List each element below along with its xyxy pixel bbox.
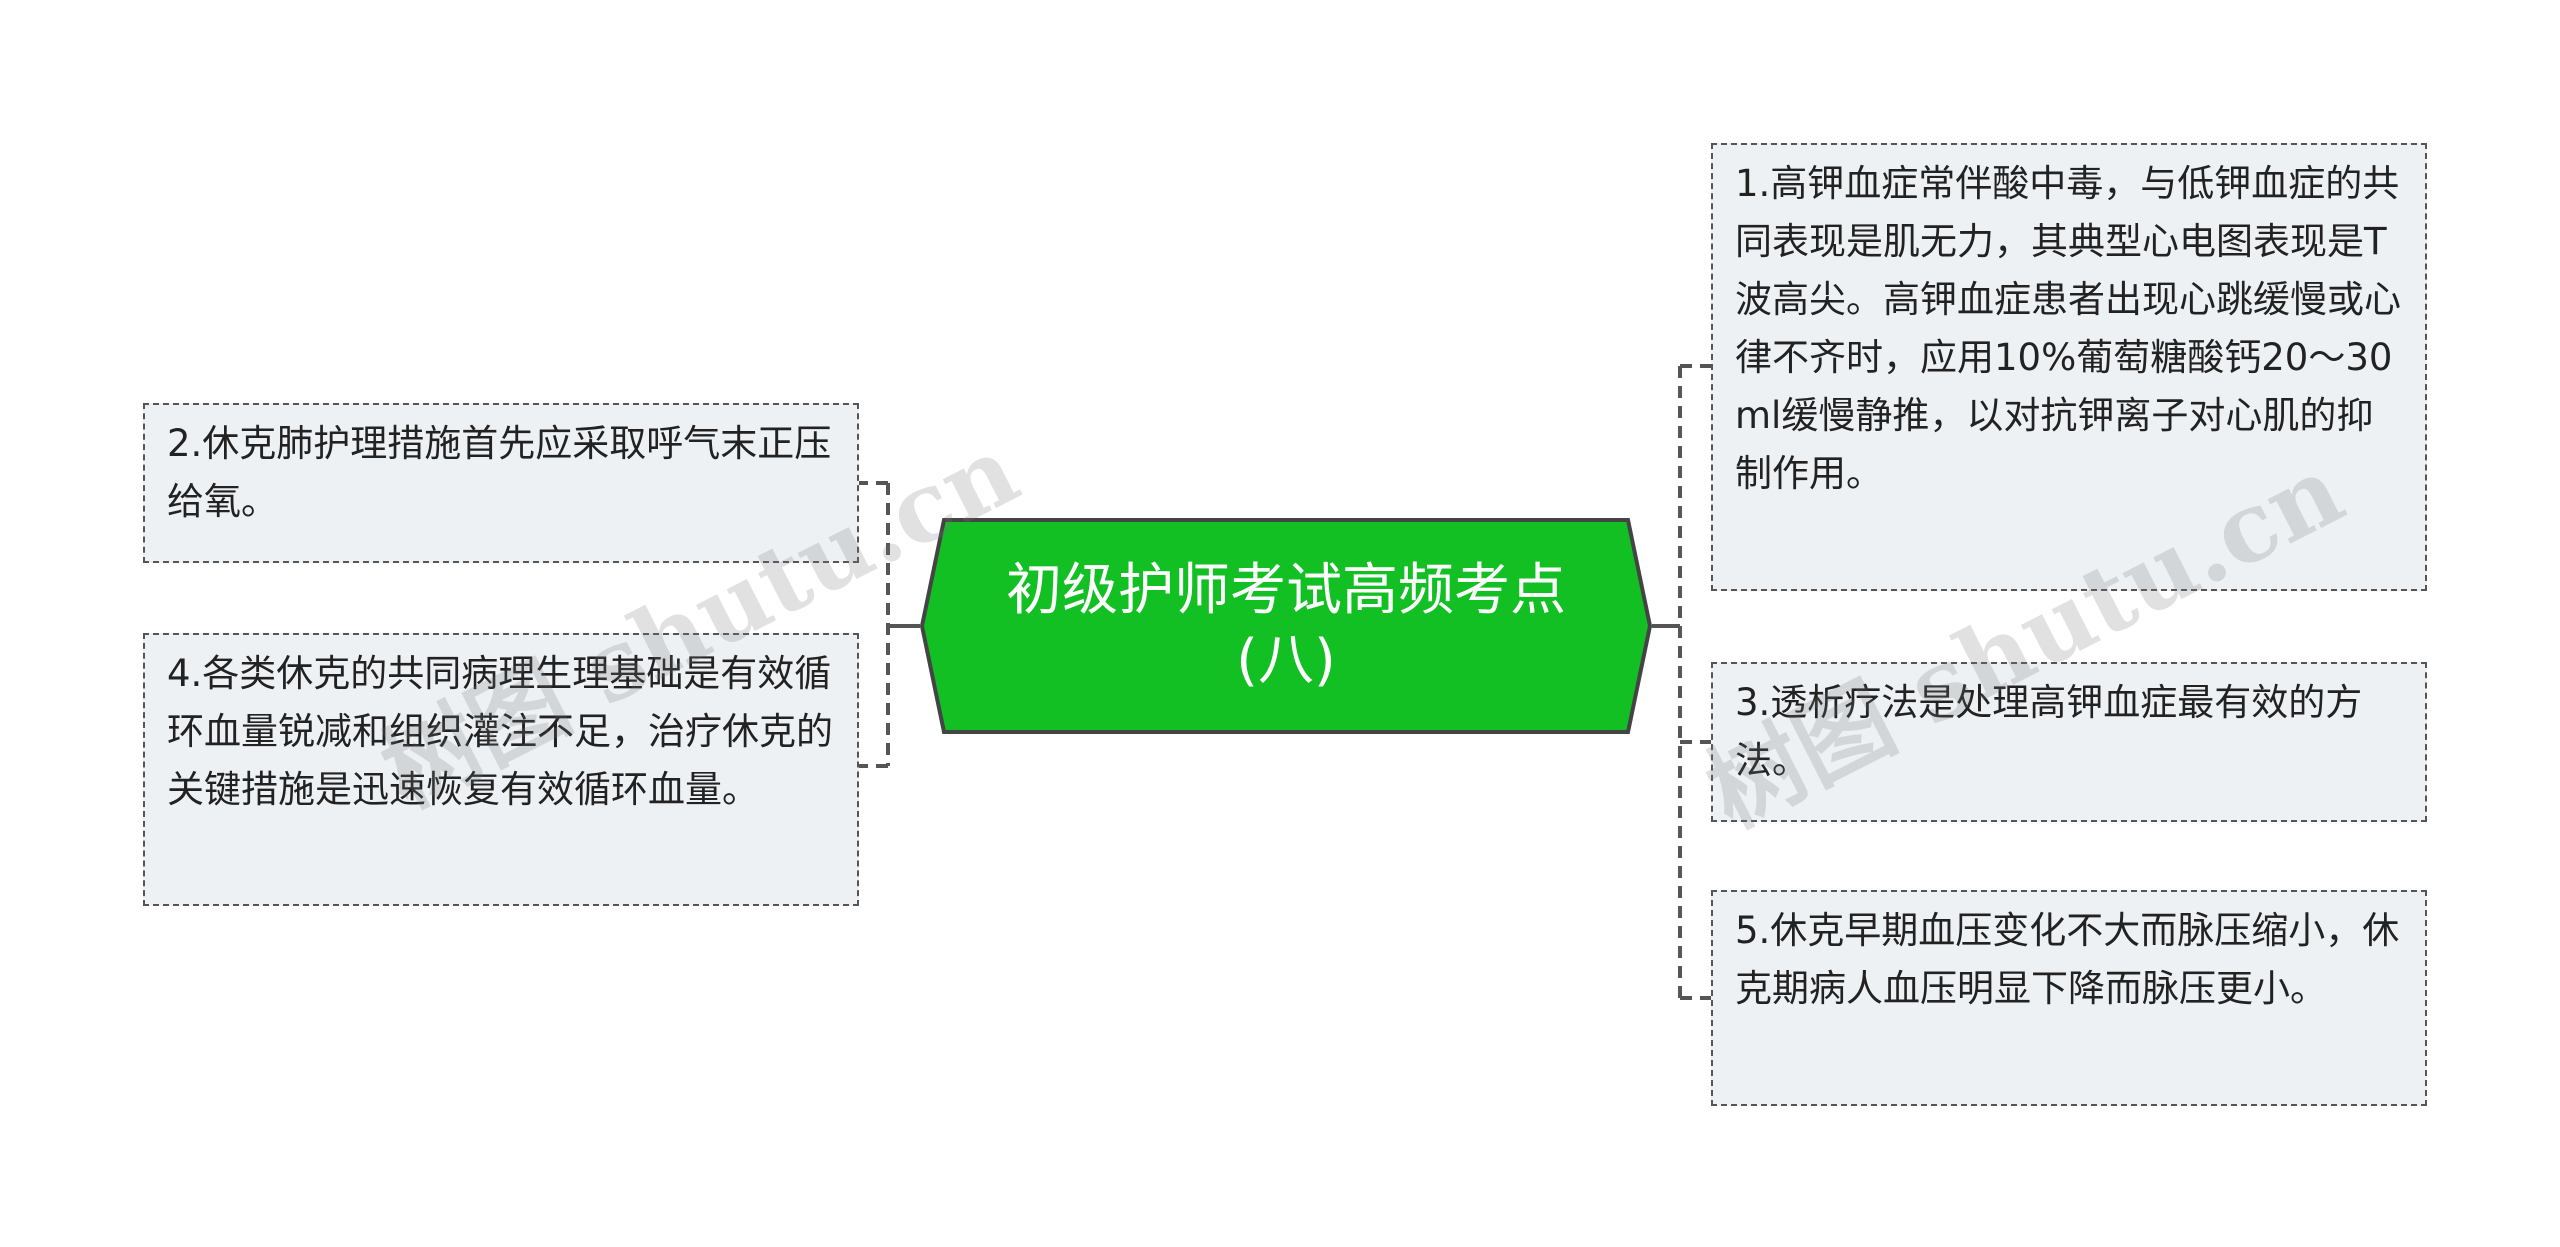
root-node-shape[interactable] xyxy=(920,518,1652,734)
topic-node-1-text: 1.高钾血症常伴酸中毒，与低钾血症的共同表现是肌无力，其典型心电图表现是T波高尖… xyxy=(1735,162,2401,495)
topic-node-4-text: 4.各类休克的共同病理生理基础是有效循环血量锐减和组织灌注不足，治疗休克的关键措… xyxy=(167,652,833,811)
topic-node-1[interactable]: 1.高钾血症常伴酸中毒，与低钾血症的共同表现是肌无力，其典型心电图表现是T波高尖… xyxy=(1711,143,2427,591)
root-hexagon xyxy=(920,518,1652,734)
topic-node-4[interactable]: 4.各类休克的共同病理生理基础是有效循环血量锐减和组织灌注不足，治疗休克的关键措… xyxy=(143,633,859,906)
root-title[interactable]: 初级护师考试高频考点(八) xyxy=(1006,558,1566,693)
right-connectors xyxy=(1652,364,1712,1000)
topic-node-5[interactable]: 5.休克早期血压变化不大而脉压缩小，休克期病人血压明显下降而脉压更小。 xyxy=(1711,890,2427,1106)
topic-node-2[interactable]: 2.休克肺护理措施首先应采取呼气末正压给氧。 xyxy=(143,403,859,563)
topic-node-3-text: 3.透析疗法是处理高钾血症最有效的方法。 xyxy=(1735,681,2363,782)
left-connectors xyxy=(858,481,920,768)
topic-node-3[interactable]: 3.透析疗法是处理高钾血症最有效的方法。 xyxy=(1711,662,2427,822)
topic-node-2-text: 2.休克肺护理措施首先应采取呼气末正压给氧。 xyxy=(167,422,832,523)
topic-node-5-text: 5.休克早期血压变化不大而脉压缩小，休克期病人血压明显下降而脉压更小。 xyxy=(1735,909,2400,1010)
